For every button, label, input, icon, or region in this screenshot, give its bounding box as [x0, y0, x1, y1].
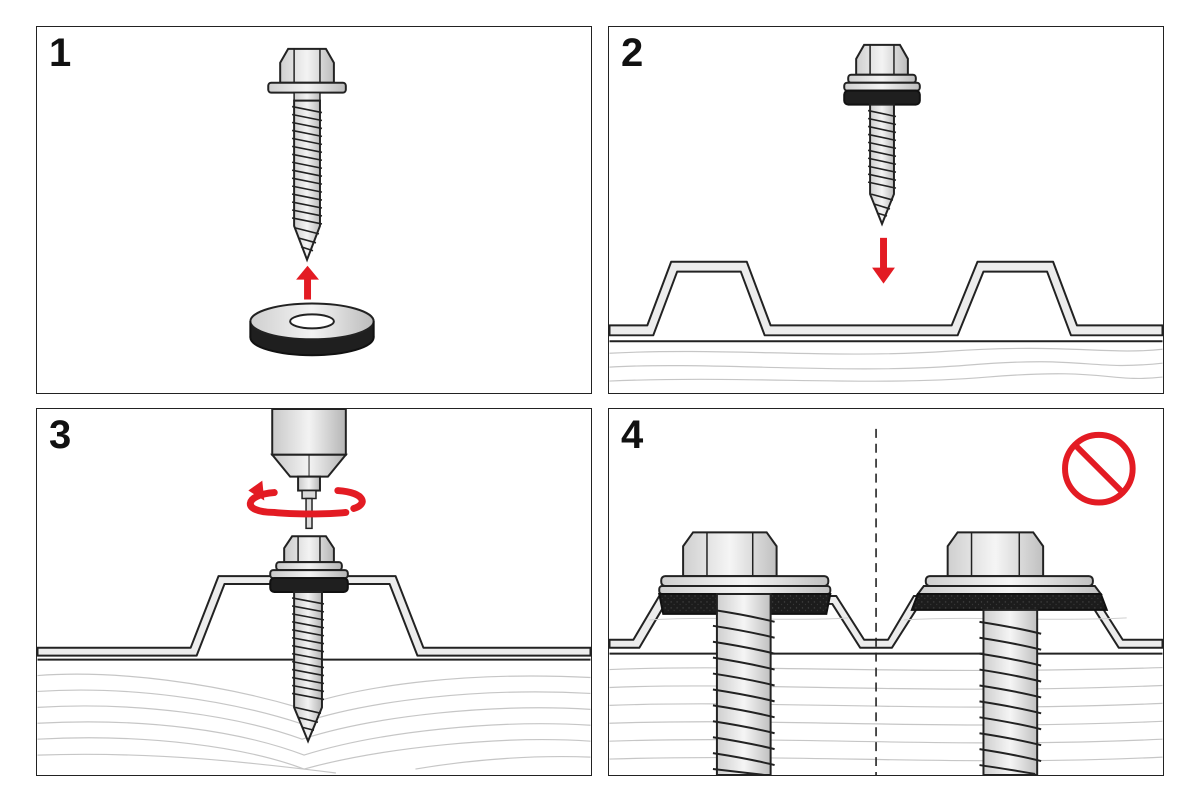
- screw-correct: [658, 531, 832, 775]
- step-1-illustration: [249, 47, 375, 357]
- screw: [267, 47, 347, 263]
- metal-washer: [915, 585, 1103, 595]
- screw-with-washer: [269, 535, 349, 744]
- rubber-seal: [910, 592, 1109, 611]
- step-2-illustration: [609, 43, 1163, 393]
- step-number: 4: [621, 413, 644, 457]
- screw-with-washer: [843, 43, 921, 227]
- wood-board: [609, 340, 1163, 393]
- threaded-shank: [293, 99, 321, 263]
- rubber-seal: [269, 577, 349, 593]
- screw-incorrect: [910, 531, 1109, 775]
- arrow-down-icon: [872, 237, 895, 284]
- step-4-panel: 4: [608, 408, 1164, 776]
- flange: [267, 81, 347, 94]
- drill: [270, 409, 348, 500]
- metal-washer: [843, 81, 921, 92]
- hex-head: [279, 47, 335, 84]
- rotation-arrow-icon: [246, 480, 366, 518]
- prohibited-icon: [1062, 431, 1136, 506]
- epdm-washer: [249, 302, 375, 357]
- arrow-up-icon: [296, 265, 319, 300]
- step-3-illustration: [37, 409, 591, 775]
- step-1-panel: 1: [36, 26, 592, 394]
- roof-sheet: [609, 260, 1163, 337]
- step-number: 2: [621, 31, 644, 75]
- wood-board: [609, 652, 1163, 775]
- step-4-illustration: [609, 428, 1163, 775]
- roof-sheet: [37, 575, 591, 657]
- metal-washer: [269, 569, 349, 580]
- step-number: 3: [49, 413, 72, 457]
- step-2-panel: 2: [608, 26, 1164, 394]
- metal-washer: [658, 585, 832, 595]
- rubber-seal: [843, 89, 921, 106]
- step-3-panel: 3: [36, 408, 592, 776]
- step-number: 1: [49, 31, 72, 75]
